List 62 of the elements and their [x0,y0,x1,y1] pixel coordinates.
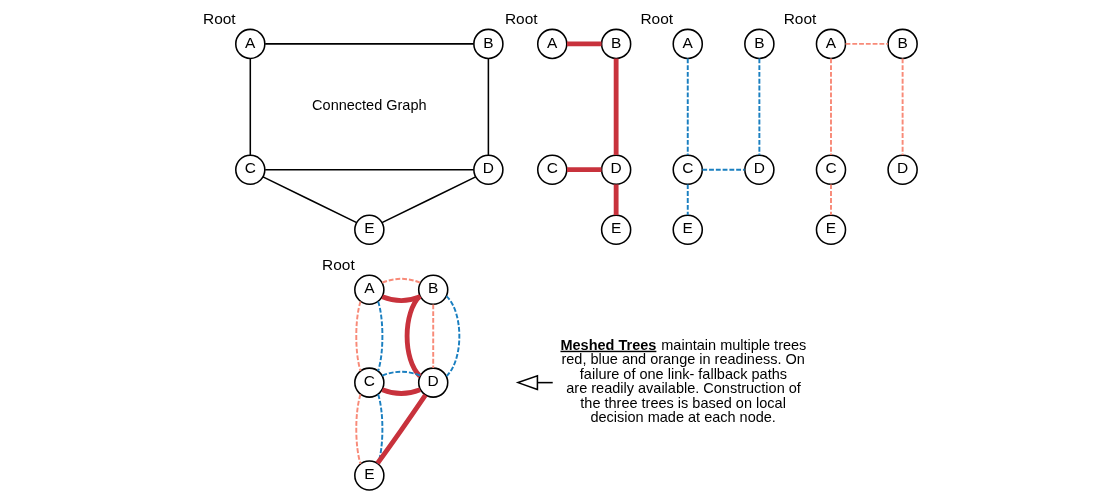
node-label: Root [783,10,816,28]
node-circle: E [353,460,385,491]
label: Connected Graph [311,97,427,114]
connector [376,393,383,465]
connector [354,393,361,465]
connector [380,370,421,377]
node-circle: A [815,28,846,60]
node-circle: D [600,154,631,185]
node-circle: D [472,154,504,185]
node-circle: E [815,214,846,245]
node-circle: B [472,28,504,60]
connector [263,168,474,171]
node-circle: C [536,154,568,185]
node-circle: B [600,28,631,60]
node-text: Meshed Trees maintain multiple trees red, blue and orange in readiness. On failure of one link- fallback paths are readily available. Construction of the three trees is based on local decision made at each node. [559,336,806,426]
node-circle: C [353,367,385,398]
connector [613,184,619,216]
node-circle: A [536,28,568,60]
connector [700,168,746,171]
connector [829,183,832,217]
connector [901,57,904,156]
connector [376,300,383,372]
connector [261,176,357,224]
connector [487,57,489,156]
node-label: Root [202,10,236,28]
connector [613,58,619,155]
connector [444,295,460,378]
node-circle: C [234,154,266,185]
connector [380,294,421,303]
node-circle: A [671,28,703,60]
node-circle: C [815,154,846,185]
connector [686,57,689,156]
node-circle: E [600,214,631,245]
node-circle: D [886,154,918,185]
connector [249,57,251,156]
node-circle: E [671,214,703,245]
connector [354,300,361,372]
connector [431,303,434,369]
connector [566,167,602,173]
node-circle: C [671,154,703,185]
node-circle: D [743,154,775,185]
node-circle: D [417,367,448,398]
connector [380,176,476,224]
node-label: Root [504,10,538,28]
connector [757,57,760,156]
connector [380,277,421,284]
connector [404,294,422,378]
node-circle: A [353,274,385,305]
connector [380,387,421,396]
connector [844,42,889,45]
node-circle: B [886,28,918,60]
connector [566,41,602,47]
connector [686,183,689,217]
node-label: Root [321,256,355,274]
connector [263,43,474,45]
node-circle: A [234,28,266,60]
node-circle: B [417,274,448,305]
connector [375,393,427,465]
connector [829,57,832,156]
node-circle: B [743,28,775,60]
node-label: Root [639,10,673,28]
node-circle: E [353,214,385,245]
